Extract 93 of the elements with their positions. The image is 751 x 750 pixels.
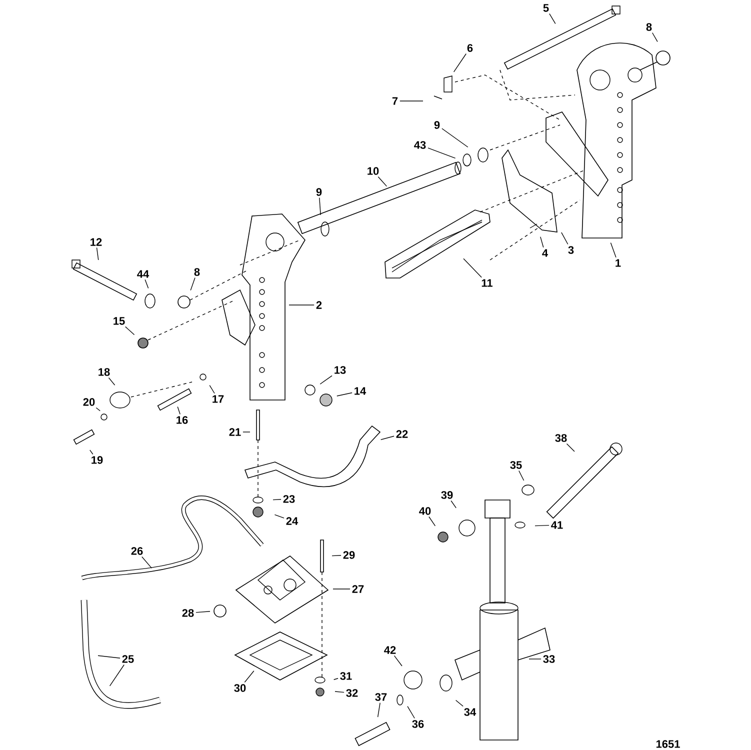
callout-number: 41: [551, 521, 563, 529]
callout-number: 8: [194, 268, 200, 276]
callout-number: 12: [90, 238, 102, 246]
callout-number: 1: [616, 259, 621, 267]
leader-line: [428, 516, 436, 526]
callout-number: 31: [340, 672, 352, 680]
callout-number: 7: [392, 97, 398, 105]
callout-number: 33: [543, 655, 555, 663]
leader-line: [518, 470, 524, 481]
callout-number: 3: [568, 246, 574, 254]
callout-number: 20: [83, 398, 95, 406]
callout-number: 4: [542, 249, 548, 257]
leader-line: [125, 326, 135, 336]
leader-line: [534, 524, 550, 526]
callout-number: 29: [343, 551, 355, 559]
leader-line: [394, 655, 402, 666]
leader-line: [144, 279, 149, 289]
leader-line: [274, 514, 284, 518]
callout-number: 40: [419, 507, 431, 515]
leader-line: [549, 13, 556, 24]
leader-line: [378, 176, 388, 187]
leader-line: [332, 588, 350, 590]
leader-line: [288, 304, 314, 306]
callout-number: 43: [414, 141, 426, 149]
leader-line: [142, 556, 152, 569]
callout-number: 32: [346, 689, 358, 697]
callout-number: 18: [98, 368, 110, 376]
leader-line: [272, 499, 282, 500]
callout-number: 8: [646, 23, 652, 31]
leader-line: [528, 658, 542, 660]
callout-number: 22: [396, 430, 408, 438]
callout-number: 9: [316, 188, 322, 196]
leader-line: [463, 258, 482, 278]
callout-number: 13: [334, 366, 346, 374]
callout-number: 26: [131, 547, 143, 555]
callout-number: 27: [352, 585, 364, 593]
leader-line: [455, 700, 464, 707]
leader-line: [610, 242, 616, 258]
leader-line: [380, 436, 394, 440]
callout-number: 2: [316, 301, 322, 309]
leader-line: [108, 377, 116, 386]
leader-line: [98, 655, 120, 658]
leader-line: [332, 555, 342, 556]
leader-line: [407, 706, 415, 719]
callout-number: 44: [137, 270, 150, 278]
leader-line: [442, 128, 468, 148]
callout-number: 24: [286, 517, 298, 525]
callout-number: 14: [354, 387, 366, 395]
leader-line: [566, 443, 575, 452]
callout-number: 9: [434, 121, 440, 129]
callout-number: 15: [114, 317, 125, 325]
callout-number: 36: [412, 720, 424, 728]
leader-line: [400, 100, 424, 102]
leader-line: [319, 197, 321, 216]
leader-line: [90, 450, 94, 455]
callout-number: 38: [555, 434, 567, 442]
leader-line: [334, 691, 344, 693]
leader-line: [190, 277, 196, 291]
callout-number: 6: [467, 44, 473, 52]
leader-line: [428, 148, 456, 159]
leader-line: [561, 232, 568, 245]
drawing-number: 1651: [656, 740, 680, 748]
leader-line: [377, 702, 380, 718]
callout-number: 25: [122, 655, 134, 663]
callout-number: 30: [234, 684, 246, 692]
callout-number: 19: [92, 456, 103, 464]
callout-number: 34: [464, 708, 476, 716]
leader-line: [333, 678, 338, 680]
leader-line: [453, 53, 466, 72]
leader-line: [96, 247, 99, 260]
leader-line: [450, 500, 456, 508]
callout-number: 42: [384, 646, 396, 654]
leader-line: [652, 32, 658, 42]
leader-line: [336, 392, 352, 396]
leader-line: [109, 664, 124, 686]
leader-line: [244, 670, 254, 683]
callout-number: 11: [482, 279, 492, 287]
callout-number: 21: [229, 428, 241, 436]
callout-number: 17: [212, 395, 224, 403]
callout-number: 16: [176, 416, 188, 424]
callout-number: 5: [543, 4, 549, 12]
leader-line: [540, 236, 544, 248]
callout-number: 10: [368, 167, 379, 175]
callout-number: 35: [510, 461, 522, 469]
callout-number: 28: [182, 609, 194, 617]
callout-number: 39: [441, 491, 453, 499]
callout-number: 37: [375, 693, 387, 701]
leader-line: [320, 375, 332, 384]
leader-line: [177, 406, 180, 415]
leader-line: [96, 407, 100, 412]
leader-line: [196, 611, 210, 613]
leader-line: [209, 384, 215, 394]
callout-number: 23: [283, 495, 295, 503]
